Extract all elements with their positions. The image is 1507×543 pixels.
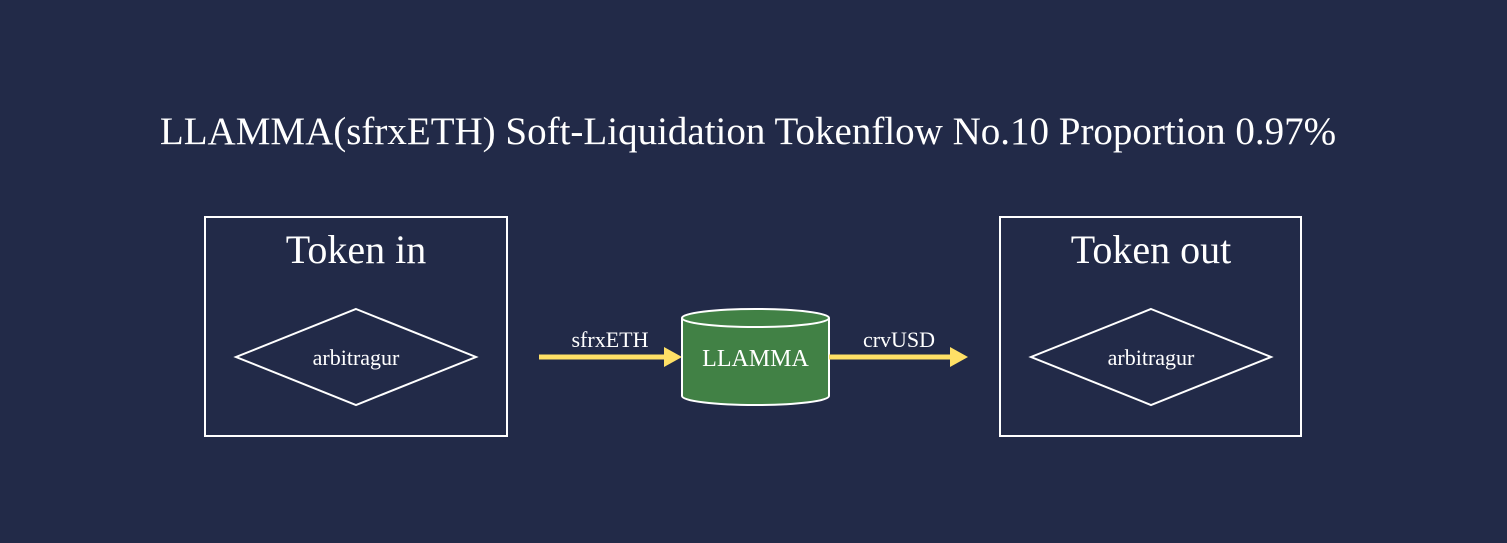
token-in-node-label: arbitragur	[313, 345, 400, 370]
token-out-cluster: Token out arbitragur	[999, 216, 1302, 437]
pool-cylinder-body	[681, 318, 830, 407]
diagram-title: LLAMMA(sfrxETH) Soft-Liquidation Tokenfl…	[160, 110, 1336, 153]
token-in-cluster: Token in arbitragur	[204, 216, 508, 437]
edge-out-arrowhead	[950, 347, 968, 367]
edge-out-label: crvUSD	[863, 327, 935, 352]
edge-out: crvUSD	[829, 327, 968, 367]
token-out-cluster-label: Token out	[1071, 227, 1232, 272]
token-out-cluster-border	[999, 216, 1302, 437]
token-out-node-label: arbitragur	[1108, 345, 1195, 370]
pool-cylinder-top	[681, 308, 830, 328]
edge-in-label: sfrxETH	[572, 327, 649, 352]
pool-node: LLAMMA	[681, 308, 830, 407]
token-out-node-shape	[1028, 307, 1274, 407]
edge-in-arrowhead	[664, 347, 682, 367]
pool-label: LLAMMA	[702, 346, 809, 372]
token-in-cluster-label: Token in	[286, 227, 427, 272]
token-in-node-shape	[233, 307, 479, 407]
token-in-cluster-border	[204, 216, 508, 437]
edge-in: sfrxETH	[539, 327, 682, 367]
